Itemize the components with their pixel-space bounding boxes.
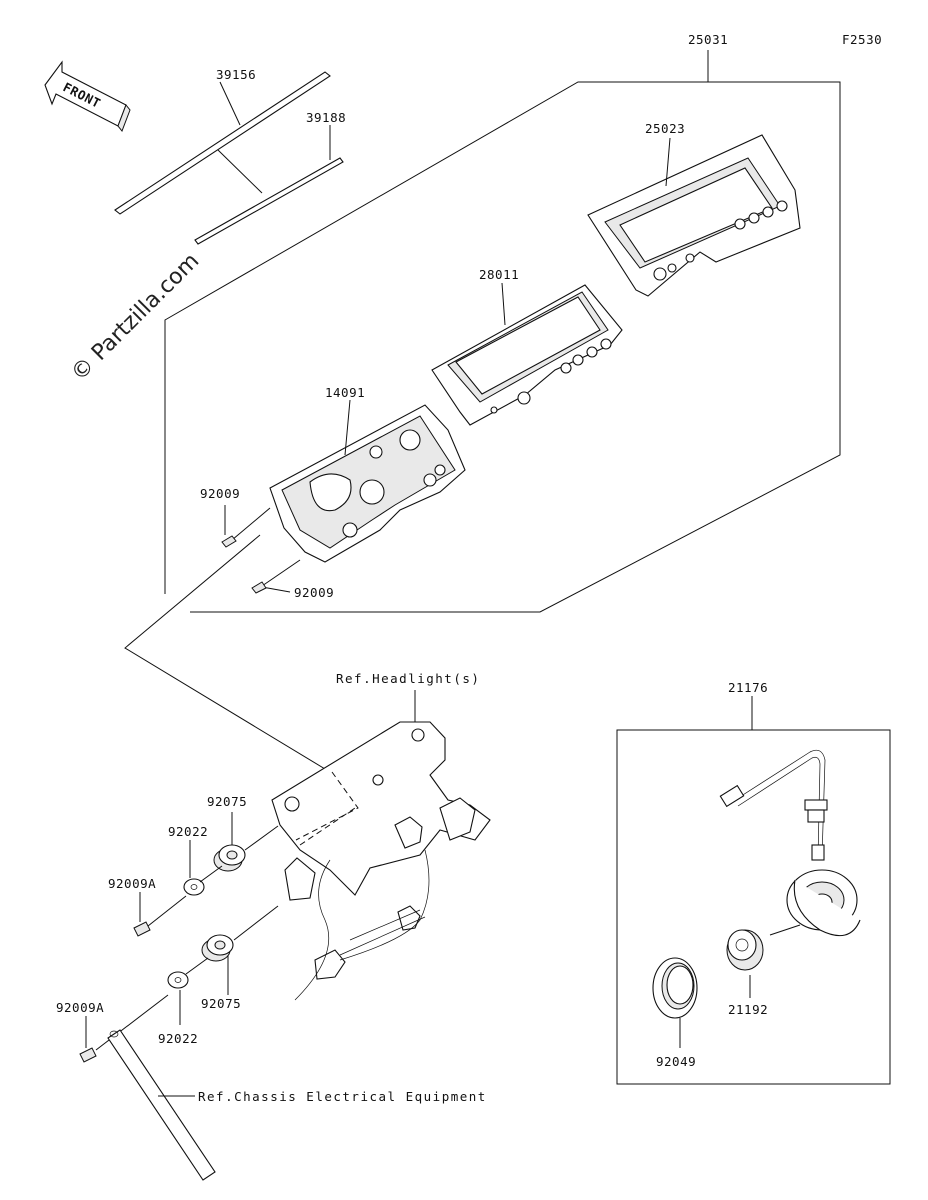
watermark: © Partzilla.com xyxy=(67,249,205,387)
part-14091-housing xyxy=(269,399,466,563)
label-39156: 39156 xyxy=(216,67,256,82)
label-21192: 21192 xyxy=(728,1002,768,1017)
ref-chassis: Ref.Chassis Electrical Equipment xyxy=(198,1089,487,1104)
front-arrow-icon: FRONT xyxy=(44,60,131,132)
part-25023-cover xyxy=(587,134,801,297)
label-92075-lower: 92075 xyxy=(201,996,241,1011)
part-39188-strip xyxy=(194,125,344,245)
label-14091: 14091 xyxy=(325,385,365,400)
assembly-outline-25031 xyxy=(164,50,841,613)
screw-92009A-upper xyxy=(133,892,187,937)
part-92049-seal xyxy=(652,957,698,1048)
label-92075-upper: 92075 xyxy=(207,794,247,809)
label-21176: 21176 xyxy=(728,680,768,695)
assembly-outline-21176 xyxy=(616,696,891,1085)
ref-headlight: Ref.Headlight(s) xyxy=(336,671,480,686)
grommet-92075-upper xyxy=(213,812,279,872)
label-92049: 92049 xyxy=(656,1054,696,1069)
label-92022-lower: 92022 xyxy=(158,1031,198,1046)
grommet-92075-lower xyxy=(201,905,279,995)
part-21176-cable-gear xyxy=(719,749,861,937)
wiring-band xyxy=(107,1029,216,1181)
part-21192-gear xyxy=(726,929,764,998)
label-39188: 39188 xyxy=(306,110,346,125)
screw-92009A-lower xyxy=(79,994,169,1063)
part-39156-sheet xyxy=(114,71,331,215)
screw-92009-lower xyxy=(251,559,301,594)
meter-bracket xyxy=(271,721,491,1001)
screw-92009-upper xyxy=(221,505,271,548)
label-25031: 25031 xyxy=(688,32,728,47)
diagram-code: F2530 xyxy=(842,32,882,47)
washer-92022-upper xyxy=(183,840,223,896)
label-92009-lower: 92009 xyxy=(294,585,334,600)
label-25023: 25023 xyxy=(645,121,685,136)
label-92009A-upper: 92009A xyxy=(108,876,156,891)
label-28011: 28011 xyxy=(479,267,519,282)
part-28011-meter xyxy=(431,282,623,426)
washer-92022-lower xyxy=(167,957,209,1025)
label-92022-upper: 92022 xyxy=(168,824,208,839)
label-92009A-lower: 92009A xyxy=(56,1000,104,1015)
label-92009-upper: 92009 xyxy=(200,486,240,501)
